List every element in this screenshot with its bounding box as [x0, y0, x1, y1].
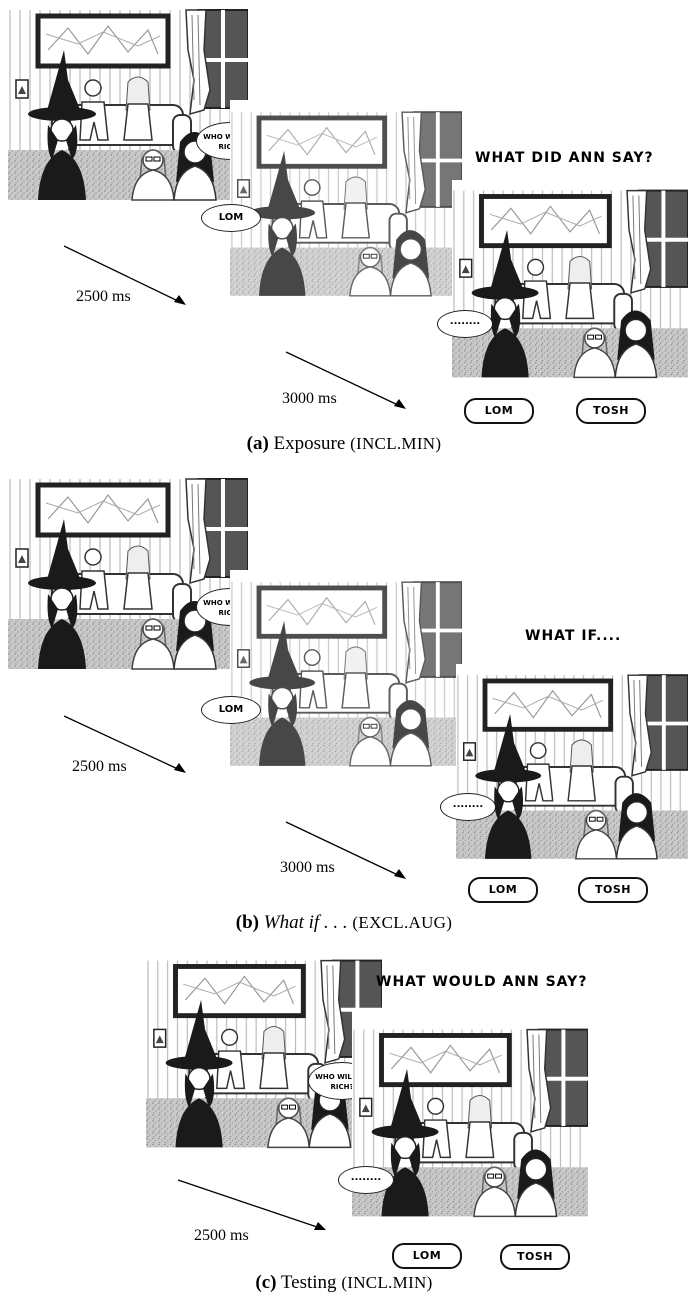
- choice-button-lom[interactable]: LOM: [468, 877, 538, 903]
- choice-button-tosh[interactable]: TOSH: [576, 398, 646, 424]
- question-text: WHAT IF....: [525, 628, 622, 644]
- timing-label: 2500 ms: [76, 288, 131, 305]
- arrow-icon: [63, 715, 186, 773]
- figure-caption: (c) Testing (INCL.MIN): [255, 1272, 433, 1293]
- arrow-icon: [285, 821, 406, 879]
- scene-panel-c1: [146, 952, 382, 1156]
- scene-panel-a3: [452, 180, 688, 388]
- scene-panel-b3: [456, 664, 688, 870]
- scene-panel-a1: [8, 5, 248, 205]
- speech-bubble: LOM: [201, 696, 261, 724]
- arrow-icon: [63, 245, 186, 305]
- figure-caption: (b) What if . . . (EXCL.AUG): [235, 912, 453, 933]
- figure-caption: (a) Exposure (INCL.MIN): [246, 433, 442, 454]
- choice-button-tosh[interactable]: TOSH: [578, 877, 648, 903]
- choice-button-tosh[interactable]: TOSH: [500, 1244, 570, 1270]
- question-text: WHAT DID ANN SAY?: [475, 150, 654, 166]
- speech-bubble: ........: [338, 1166, 394, 1194]
- scene-panel-b2: [230, 570, 462, 778]
- scene-panel-b1: [8, 474, 248, 674]
- timing-label: 2500 ms: [72, 758, 127, 775]
- choice-button-lom[interactable]: LOM: [464, 398, 534, 424]
- arrow-icon: [285, 351, 406, 409]
- speech-bubble: ........: [437, 310, 493, 338]
- timing-label: 3000 ms: [282, 390, 337, 407]
- choice-button-lom[interactable]: LOM: [392, 1243, 462, 1269]
- speech-bubble: LOM: [201, 204, 261, 232]
- scene-panel-a2: [230, 100, 462, 308]
- timing-label: 2500 ms: [194, 1227, 249, 1244]
- question-text: WHAT WOULD ANN SAY?: [376, 974, 588, 990]
- arrow-icon: [177, 1179, 326, 1230]
- speech-bubble: ........: [440, 793, 496, 821]
- scene-panel-c2: [352, 1010, 588, 1236]
- timing-label: 3000 ms: [280, 859, 335, 876]
